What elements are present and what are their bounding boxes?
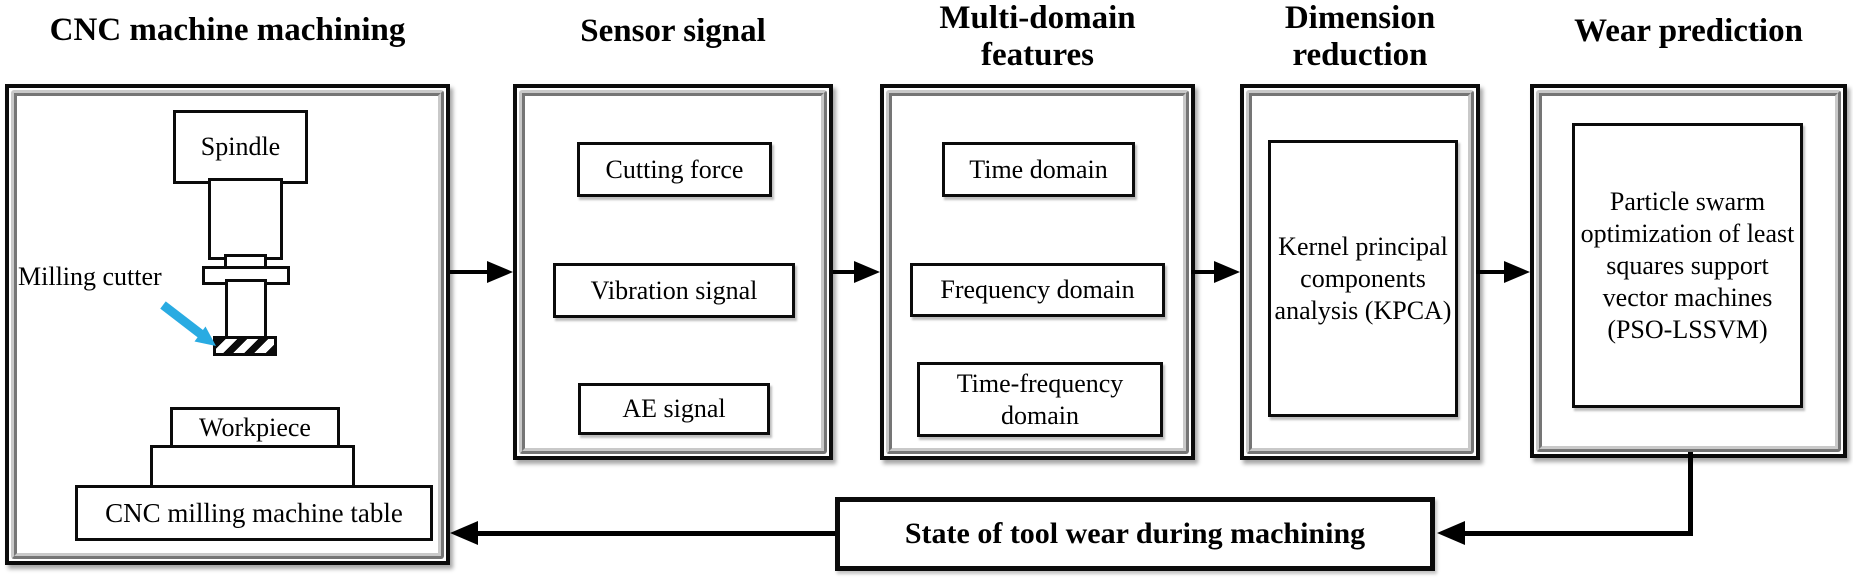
milling-cutter-label: Milling cutter [18, 262, 162, 291]
workpiece-base-step [150, 445, 355, 488]
workpiece-box: Workpiece [170, 407, 340, 448]
flow-arrow-2-icon [854, 261, 880, 283]
feedback-line-left [476, 531, 835, 536]
title-sensor-signal: Sensor signal [580, 13, 766, 49]
pso-lssvm-label: Particle swarm optimization of least squ… [1580, 186, 1795, 344]
machine-table-box: CNC milling machine table [75, 485, 433, 541]
cutter-tip [213, 336, 277, 356]
flow-line-2 [833, 270, 857, 274]
title-wear-prediction: Wear prediction [1574, 13, 1803, 49]
feedback-arrow-into-cnc-icon [450, 521, 478, 545]
frequency-domain-label: Frequency domain [940, 275, 1135, 304]
vibration-signal-label: Vibration signal [590, 275, 758, 305]
flow-arrow-1-icon [487, 261, 513, 283]
sensor-cutting-force-box: Cutting force [577, 142, 772, 197]
sensor-vibration-box: Vibration signal [553, 263, 795, 318]
cutter-shank [225, 279, 267, 342]
spindle-shaft [208, 178, 283, 260]
pso-lssvm-box: Particle swarm optimization of least squ… [1572, 123, 1803, 408]
workpiece-label: Workpiece [199, 412, 311, 442]
flow-arrow-3-icon [1214, 261, 1240, 283]
title-multi-domain-features: Multi-domain features [939, 0, 1136, 73]
milling-cutter-pointer-icon [160, 301, 216, 346]
time-frequency-domain-label: Time-frequency domain [956, 368, 1124, 430]
feedback-arrow-into-state-icon [1437, 521, 1465, 545]
feature-time-domain-box: Time domain [942, 142, 1135, 197]
feature-frequency-domain-box: Frequency domain [910, 263, 1165, 317]
state-of-tool-wear-box: State of tool wear during machining [835, 497, 1435, 571]
kpca-box: Kernel principal components analysis (KP… [1268, 140, 1458, 417]
state-of-tool-wear-label: State of tool wear during machining [904, 517, 1366, 550]
feedback-vline [1688, 452, 1693, 536]
title-dimension-reduction: Dimension reduction [1284, 0, 1436, 73]
flow-line-1 [450, 270, 490, 274]
machine-table-label: CNC milling machine table [105, 498, 403, 528]
feature-time-frequency-box: Time-frequency domain [917, 362, 1163, 437]
spindle-box: Spindle [173, 110, 308, 184]
flow-arrow-4-icon [1504, 261, 1530, 283]
flow-line-3 [1191, 270, 1217, 274]
kpca-label: Kernel principal components analysis (KP… [1274, 231, 1452, 325]
spindle-label: Spindle [200, 132, 281, 161]
feedback-line-right [1461, 531, 1693, 536]
time-domain-label: Time domain [969, 154, 1108, 184]
title-cnc-machining: CNC machine machining [49, 12, 406, 48]
sensor-ae-box: AE signal [578, 383, 770, 435]
cutting-force-label: Cutting force [605, 154, 744, 184]
ae-signal-label: AE signal [622, 394, 726, 423]
flow-line-4 [1476, 270, 1506, 274]
